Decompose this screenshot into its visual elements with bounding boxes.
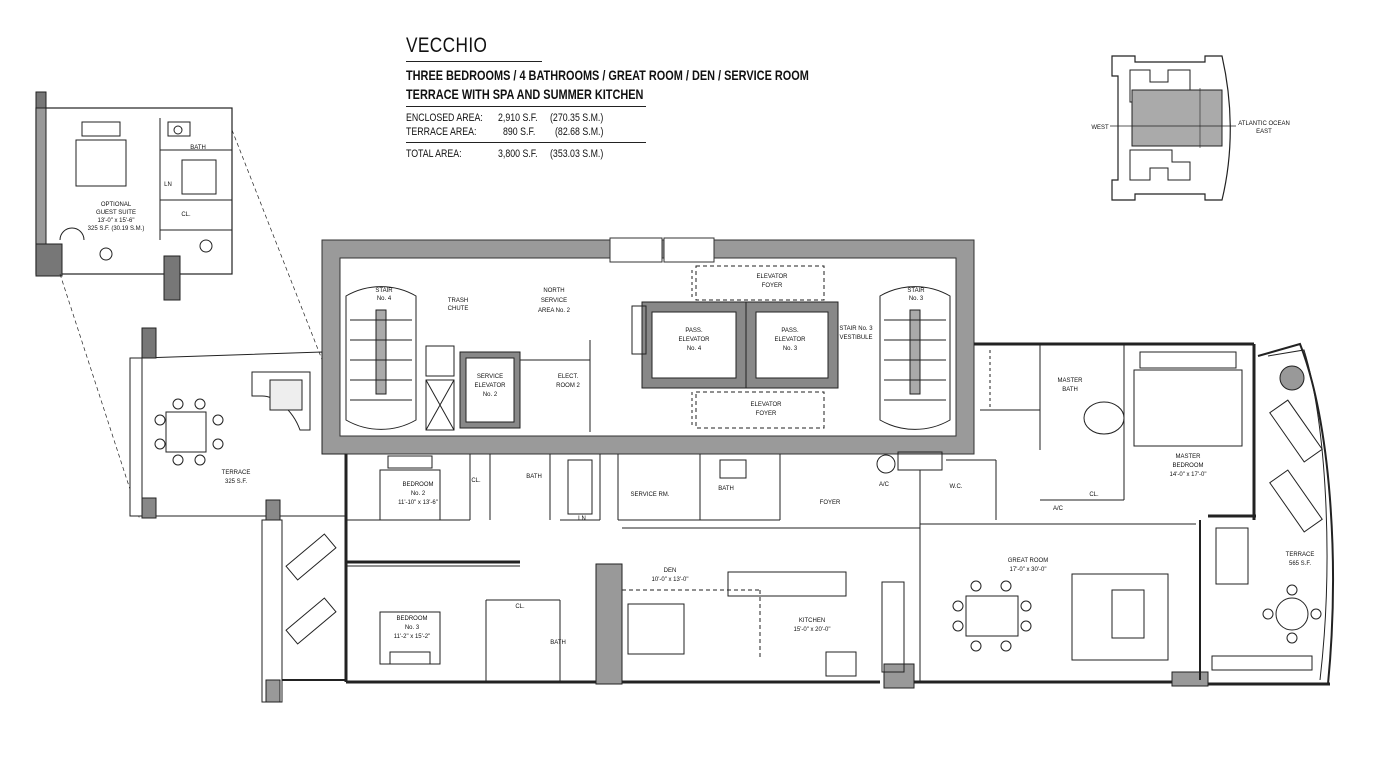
- total-area-sf: 3,800 S.F.: [498, 148, 538, 160]
- room-cl-b3: CL.: [515, 604, 525, 610]
- room-bath-b3: BATH: [550, 640, 566, 646]
- room-guest-bath: BATH: [190, 145, 206, 151]
- room-bedroom3-2: No. 3: [405, 625, 420, 631]
- room-bedroom2-1: BEDROOM: [402, 482, 433, 488]
- room-stair3-vest-2: VESTIBULE: [839, 335, 872, 341]
- key-east-label-2: EAST: [1256, 129, 1272, 135]
- room-terrace-left-2: 325 S.F.: [225, 479, 247, 485]
- room-elev-foyer-top-2: FOYER: [762, 283, 783, 289]
- room-pass3-1: PASS.: [781, 328, 799, 334]
- room-pass4-3: No. 4: [687, 346, 702, 352]
- room-pass3-2: ELEVATOR: [774, 337, 806, 343]
- room-guest-cl: CL.: [181, 212, 191, 218]
- room-service-rm: SERVICE RM.: [631, 492, 670, 498]
- room-kitchen-1: KITCHEN: [799, 618, 825, 624]
- room-terrace-right-1: TERRACE: [1286, 552, 1315, 558]
- room-guest-suite-1: OPTIONAL: [101, 202, 132, 208]
- room-service-elev-2: ELEVATOR: [474, 383, 506, 389]
- key-plan: [1110, 55, 1236, 201]
- terrace-area-label: TERRACE AREA:: [406, 126, 477, 138]
- room-guest-suite-4: 325 S.F. (30.19 S.M.): [88, 226, 145, 232]
- total-area-sm: (353.03 S.M.): [550, 148, 604, 160]
- right-terrace: [1211, 365, 1323, 671]
- interior-walls: [346, 344, 1196, 682]
- room-stair3-2: No. 3: [909, 296, 924, 302]
- room-trash-2: CHUTE: [448, 306, 469, 312]
- room-pass3-3: No. 3: [783, 346, 798, 352]
- room-stair4-2: No. 4: [377, 296, 392, 302]
- room-elev-foyer-top-1: ELEVATOR: [756, 274, 788, 280]
- building-core: [321, 237, 975, 455]
- total-rule: [406, 142, 646, 143]
- key-east-label-1: ATLANTIC OCEAN: [1238, 121, 1290, 127]
- room-trash-1: TRASH: [448, 298, 468, 304]
- room-master-bed-1: MASTER: [1175, 454, 1201, 460]
- room-ac1: A/C: [879, 482, 890, 488]
- room-bath-svc: BATH: [718, 486, 734, 492]
- room-kitchen-2: 15'-0" x 20'-0": [794, 627, 831, 633]
- room-elect-2: ROOM 2: [556, 383, 580, 389]
- room-pass4-1: PASS.: [685, 328, 703, 334]
- room-elev-foyer-bot-1: ELEVATOR: [750, 402, 782, 408]
- room-service-elev-1: SERVICE: [477, 374, 503, 380]
- room-cl-master: CL.: [1089, 492, 1099, 498]
- plan-title: VECCHIO: [406, 34, 488, 57]
- room-ac2: A/C: [1053, 506, 1064, 512]
- unit-description: THREE BEDROOMS / 4 BATHROOMS / GREAT ROO…: [406, 67, 809, 83]
- room-guest-ln: LN: [164, 182, 172, 188]
- room-stair3-1: STAIR: [907, 288, 925, 294]
- room-bedroom3-1: BEDROOM: [396, 616, 427, 622]
- room-guest-suite-2: GUEST SUITE: [96, 210, 136, 216]
- enclosed-area-sf: 2,910 S.F.: [498, 112, 538, 124]
- enclosed-area-label: ENCLOSED AREA:: [406, 112, 483, 124]
- unit-walls: [344, 342, 1334, 689]
- room-master-bath-2: BATH: [1062, 387, 1078, 393]
- room-wc: W.C.: [950, 484, 963, 490]
- room-den-1: DEN: [664, 568, 677, 574]
- room-bedroom2-2: No. 2: [411, 491, 426, 497]
- room-north-service-1: NORTH: [543, 288, 564, 294]
- room-pass4-2: ELEVATOR: [678, 337, 710, 343]
- unit-features: TERRACE WITH SPA AND SUMMER KITCHEN: [406, 86, 644, 102]
- furniture: [379, 351, 1243, 677]
- room-stair3-vest-1: STAIR No. 3: [839, 326, 873, 332]
- room-bedroom2-3: 11'-10" x 13'-6": [398, 500, 438, 506]
- room-terrace-right-2: 565 S.F.: [1289, 561, 1311, 567]
- description-rule: [406, 106, 646, 107]
- guest-suite-inset: [35, 91, 233, 301]
- terrace-area-sm: (82.68 S.M.): [555, 126, 604, 138]
- room-guest-suite-3: 13'-0" x 15'-6": [98, 218, 135, 224]
- room-great-room-1: GREAT ROOM: [1008, 558, 1048, 564]
- room-master-bed-3: 14'-0" x 17'-0": [1170, 472, 1207, 478]
- room-terrace-left-1: TERRACE: [222, 470, 251, 476]
- room-stair4-1: STAIR: [375, 288, 393, 294]
- title-underline: [406, 61, 542, 62]
- room-bath-b2: BATH: [526, 474, 542, 480]
- room-ln-b: LN: [578, 516, 586, 522]
- room-bedroom3-3: 11'-2" x 15'-2": [394, 634, 430, 640]
- key-west-label: WEST: [1091, 125, 1109, 131]
- room-service-elev-3: No. 2: [483, 392, 498, 398]
- room-den-2: 10'-0" x 13'-0": [652, 577, 689, 583]
- terrace-area-sf: 890 S.F.: [503, 126, 536, 138]
- left-terrace: [129, 327, 347, 703]
- room-great-room-2: 17'-0" x 30'-0": [1010, 567, 1047, 573]
- room-foyer: FOYER: [820, 500, 841, 506]
- total-area-label: TOTAL AREA:: [406, 148, 462, 160]
- room-north-service-2: SERVICE: [541, 298, 567, 304]
- room-master-bath-1: MASTER: [1057, 378, 1083, 384]
- room-north-service-3: AREA No. 2: [538, 308, 571, 314]
- room-bath-b2-cl: CL.: [471, 478, 481, 484]
- enclosed-area-sm: (270.35 S.M.): [550, 112, 604, 124]
- room-elect-1: ELECT.: [558, 374, 579, 380]
- room-elev-foyer-bot-2: FOYER: [756, 411, 777, 417]
- room-master-bed-2: BEDROOM: [1172, 463, 1203, 469]
